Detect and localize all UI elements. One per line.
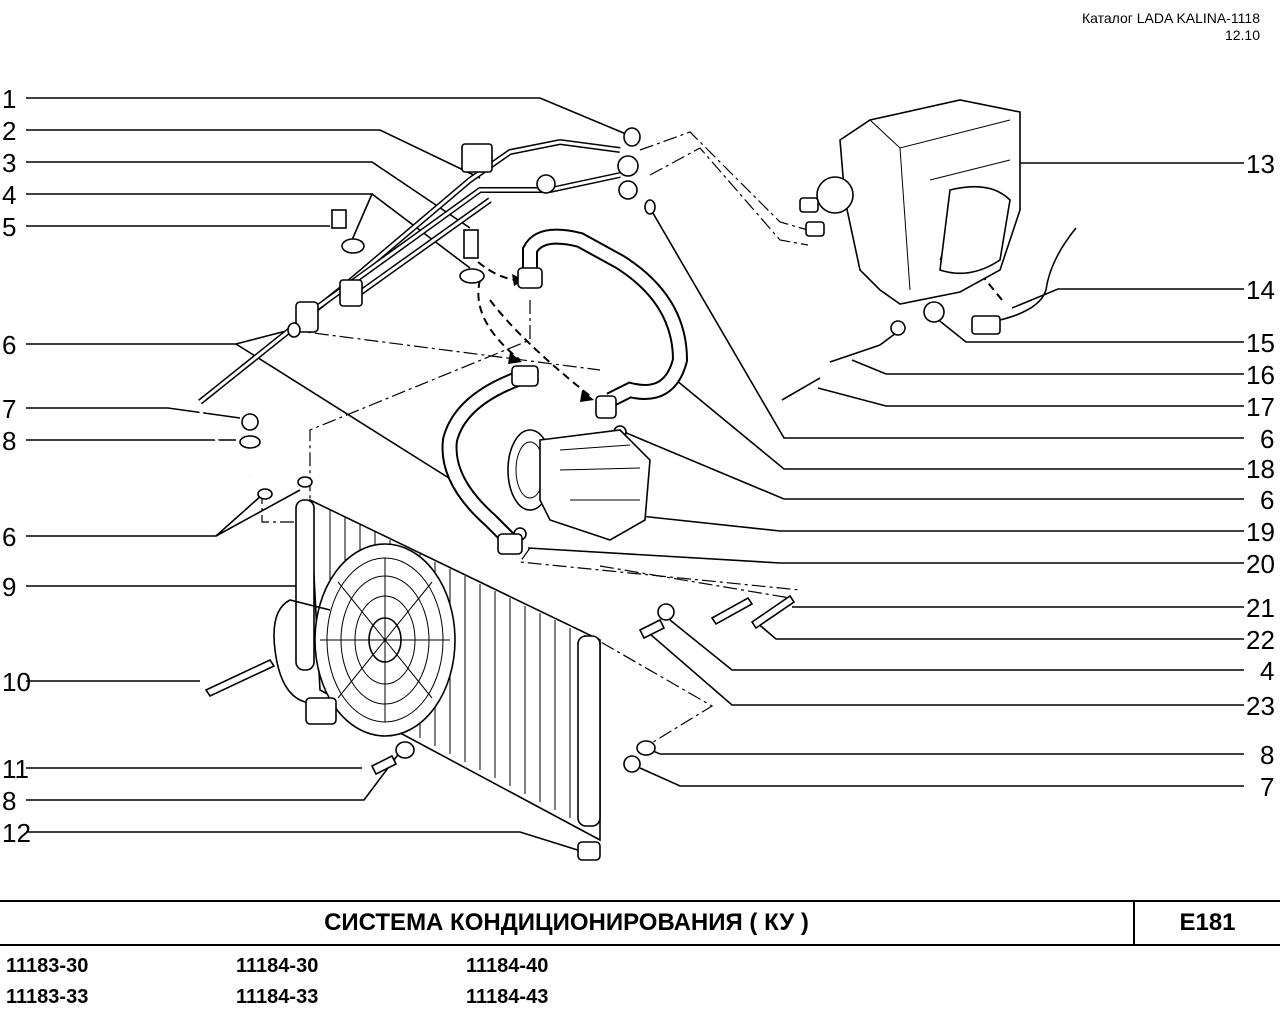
callout-8c: 8	[1260, 740, 1274, 770]
cooling-fan	[314, 543, 456, 737]
callout-9: 9	[2, 572, 16, 602]
callout-10: 10	[2, 667, 31, 697]
callout-8b: 8	[2, 786, 16, 816]
callout-3: 3	[2, 148, 16, 178]
callout-16: 16	[1246, 360, 1275, 390]
callout-6b: 6	[2, 522, 16, 552]
leader-lines	[26, 97, 1244, 853]
callout-6c: 6	[1260, 424, 1274, 454]
model-code: 11184-43	[466, 986, 549, 1008]
callout-7b: 7	[1260, 772, 1274, 802]
model-code: 11183-30	[6, 955, 89, 977]
wiring-harness	[204, 599, 337, 725]
model-code: 11183-33	[6, 986, 89, 1008]
callout-18: 18	[1246, 454, 1275, 484]
drain-tube-16	[829, 320, 906, 363]
callout-22: 22	[1246, 625, 1275, 655]
left-callouts: 1 2 3 4 5 6 7 8 6 9 10 11 8 12	[2, 84, 31, 848]
callout-6: 6	[2, 330, 16, 360]
model-code: 11184-30	[236, 955, 319, 977]
temperature-sensor	[971, 227, 1077, 335]
page-code: E181	[1179, 909, 1236, 936]
callout-4: 4	[2, 180, 16, 210]
callout-1: 1	[2, 84, 16, 114]
callout-19: 19	[1246, 517, 1275, 547]
callout-14: 14	[1246, 275, 1275, 305]
callout-21: 21	[1246, 593, 1275, 623]
grommet-15	[923, 301, 945, 323]
callout-6d: 6	[1260, 485, 1274, 515]
callout-12: 12	[2, 818, 31, 848]
callout-17: 17	[1246, 392, 1275, 422]
diagram-title: СИСТЕМА КОНДИЦИОНИРОВАНИЯ ( КУ )	[0, 902, 1135, 944]
catalog-title: Каталог LADA KALINA-1118	[1081, 10, 1260, 26]
callout-23: 23	[1246, 691, 1275, 721]
exploded-parts-diagram: 1 2 3 4 5 6 7 8 6 9 10 11 8 12 13 14 15 …	[2, 84, 1275, 861]
callout-15: 15	[1246, 328, 1275, 358]
model-code: 11184-40	[466, 955, 549, 977]
compressor-hoses	[441, 228, 689, 555]
callout-7: 7	[2, 394, 16, 424]
title-bar: СИСТЕМА КОНДИЦИОНИРОВАНИЯ ( КУ ) E181	[0, 900, 1280, 946]
callout-4b: 4	[1260, 656, 1274, 686]
callout-2: 2	[2, 116, 16, 146]
fasteners-and-seals	[239, 127, 796, 861]
right-callouts: 13 14 15 16 17 6 18 6 19 20 21 22 4 23 8…	[1246, 149, 1275, 802]
catalog-date: 12.10	[1224, 27, 1260, 43]
callout-20: 20	[1246, 549, 1275, 579]
callout-11: 11	[2, 754, 29, 784]
refrigerant-pipes	[198, 138, 639, 478]
evaporator-unit	[799, 99, 1021, 305]
callout-5: 5	[2, 212, 16, 242]
drain-valve-17	[781, 377, 821, 401]
callout-8: 8	[2, 426, 16, 456]
compressor	[507, 429, 651, 541]
model-code: 11184-33	[236, 986, 319, 1008]
catalog-header: Каталог LADA KALINA-1118 12.10	[1082, 10, 1260, 44]
callout-13: 13	[1246, 149, 1275, 179]
